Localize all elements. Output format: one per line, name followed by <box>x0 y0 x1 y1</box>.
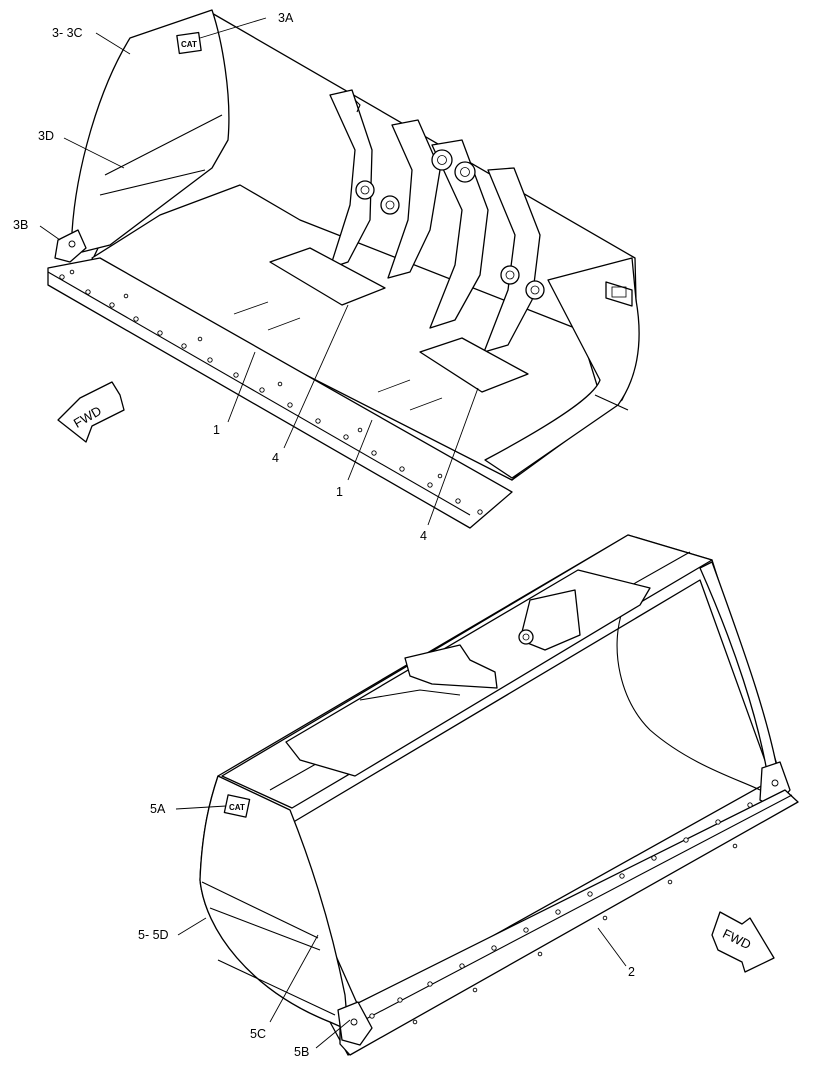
callout-3a: 3A <box>278 11 294 25</box>
callout-2: 2 <box>628 965 635 979</box>
callout-1-left: 1 <box>213 423 220 437</box>
bottom-hinge-bracket <box>404 644 498 689</box>
bottom-bucket-assembly: CAT FWD 5A 5- 5D 5C 5B 2 <box>138 534 799 1059</box>
bottom-cutting-edge <box>339 789 799 1056</box>
top-cutting-edge-bolt-holes <box>59 269 483 515</box>
callout-5b: 5B <box>294 1045 309 1059</box>
bottom-left-wear-strip <box>201 881 319 939</box>
top-floor-wear-plate-left <box>233 247 386 331</box>
top-callout-leaders <box>39 17 479 526</box>
bottom-cat-logo-plate: CAT <box>223 794 251 818</box>
bottom-callout-leaders <box>175 805 627 1049</box>
bottom-cutting-edge-bolt-holes <box>369 802 753 1025</box>
callout-5a: 5A <box>150 802 166 816</box>
callout-3-3c: 3- 3C <box>52 26 83 40</box>
callout-3d: 3D <box>38 129 54 143</box>
top-left-hinge-arms <box>329 89 441 279</box>
top-floor-wear-plate-right <box>377 337 529 411</box>
cat-logo-icon: CAT <box>181 40 197 49</box>
top-right-hinge-arms <box>429 139 545 353</box>
callout-5-5d: 5- 5D <box>138 928 169 942</box>
bottom-left-corner-bracket <box>337 1001 373 1046</box>
callout-4-right: 4 <box>420 529 427 543</box>
top-cat-logo-plate: CAT <box>176 31 202 55</box>
callout-4-left: 4 <box>272 451 279 465</box>
top-bucket-assembly: CAT FWD 3- 3C 3A 3D 3B 1 4 1 4 <box>13 9 640 543</box>
bottom-fwd-arrow-icon: FWD <box>711 911 775 973</box>
bottom-left-side-plate <box>199 775 349 1031</box>
callout-3b: 3B <box>13 218 28 232</box>
top-left-side-wear-strip <box>104 114 223 176</box>
top-cutting-edge <box>47 257 513 529</box>
top-fwd-arrow-icon: FWD <box>57 381 125 443</box>
callout-5c: 5C <box>250 1027 266 1041</box>
top-right-side-plate <box>484 257 640 479</box>
top-right-logo-plate <box>605 281 633 307</box>
callout-1-right: 1 <box>336 485 343 499</box>
top-left-corner-bracket <box>54 229 87 263</box>
cat-logo-icon: CAT <box>229 803 245 812</box>
